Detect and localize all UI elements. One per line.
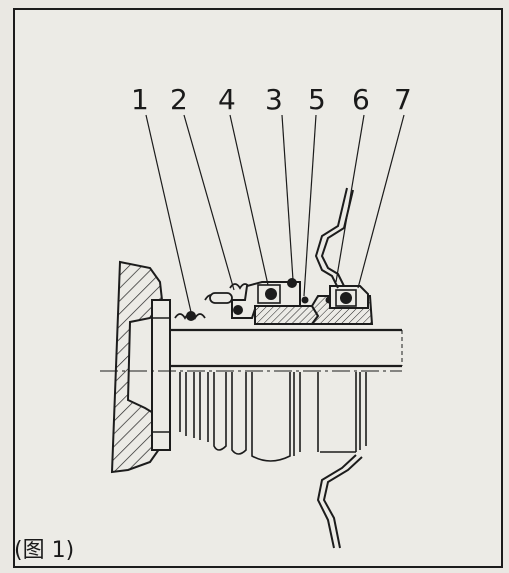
callout-5: 5	[308, 83, 326, 116]
seal-faces	[254, 295, 374, 325]
stationary-seat	[329, 285, 369, 309]
rotating-ring	[186, 278, 301, 321]
figure-caption: (图 1)	[14, 538, 75, 563]
callout-leaders	[145, 114, 405, 313]
seal-lower-half	[179, 372, 367, 462]
callout-4: 4	[218, 83, 236, 116]
callout-2: 2	[170, 83, 188, 116]
housing	[110, 260, 171, 474]
callout-3: 3	[265, 83, 283, 116]
gland-plate	[314, 187, 363, 549]
callout-1: 1	[131, 83, 149, 116]
callout-6: 6	[352, 83, 370, 116]
callout-7: 7	[394, 83, 412, 116]
shaft	[100, 328, 403, 372]
